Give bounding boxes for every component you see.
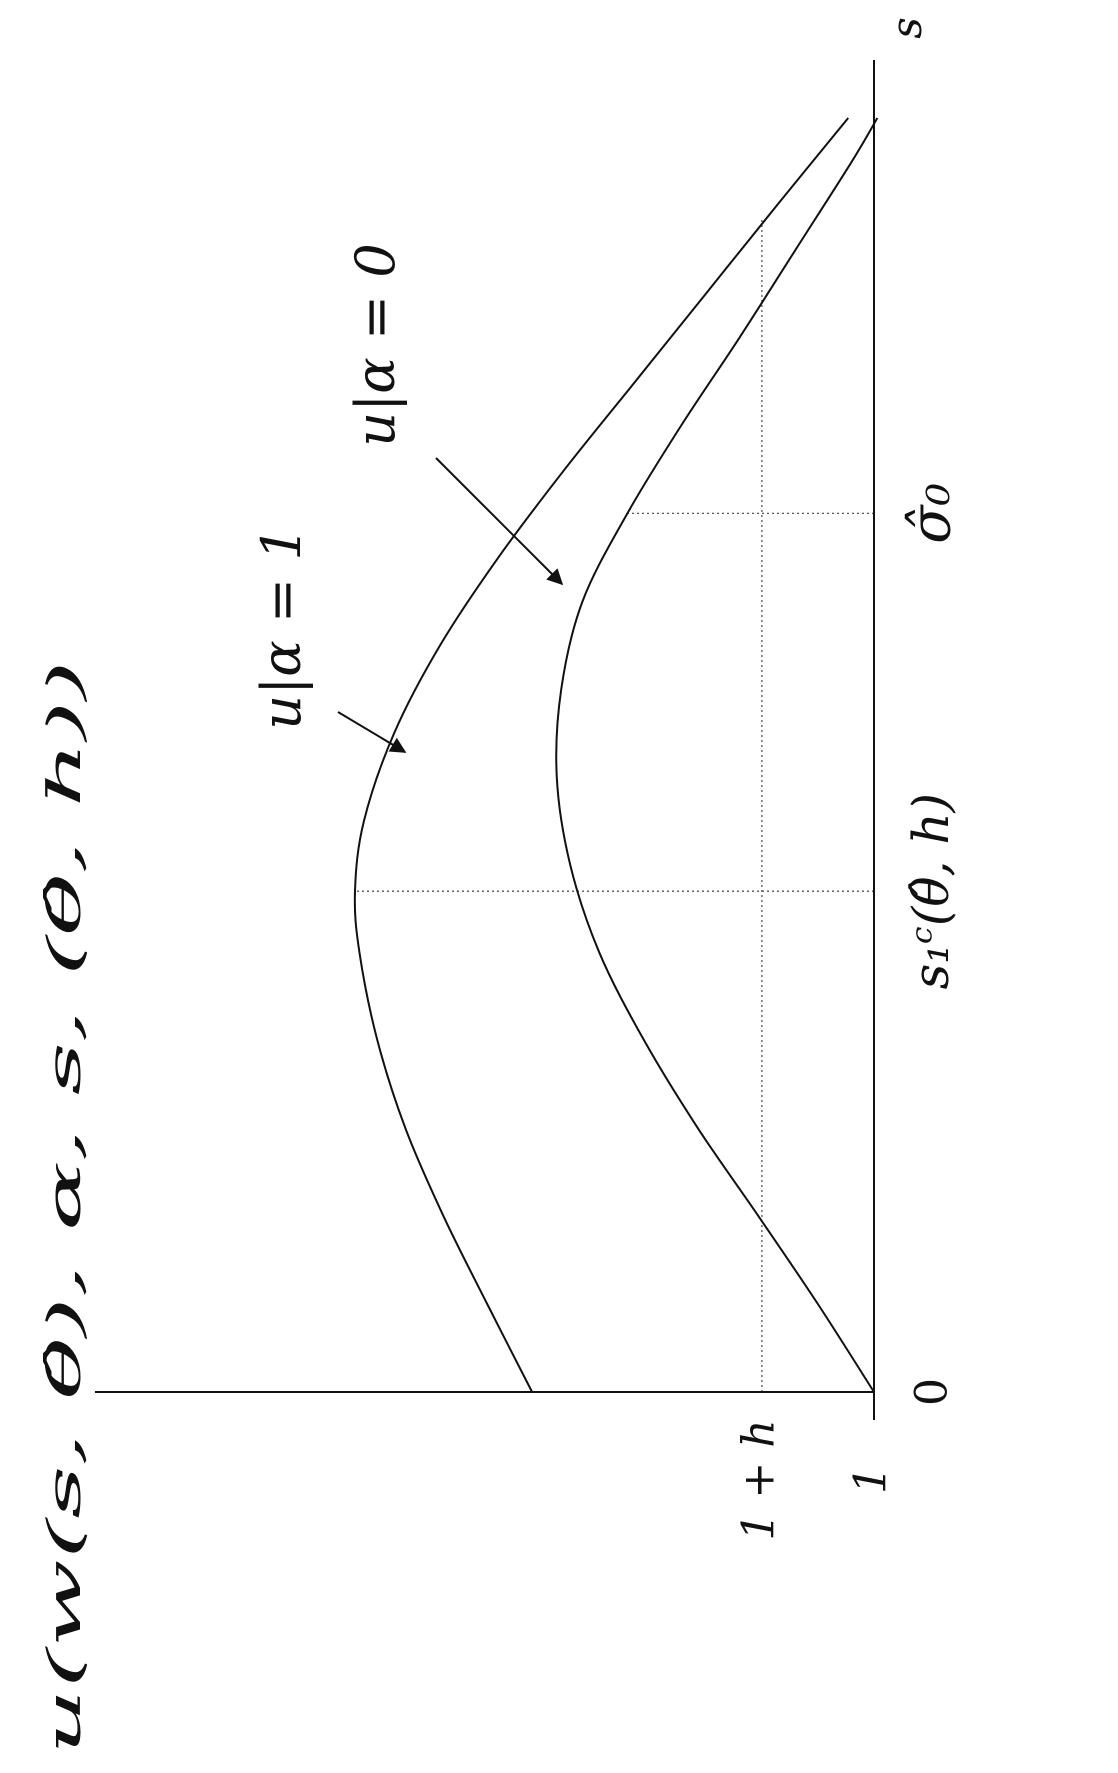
annotation-label-alpha-1: u|α = 1 bbox=[250, 526, 313, 729]
annotation-arrow-alpha-1 bbox=[337, 711, 407, 753]
series-curve-alpha-1 bbox=[353, 117, 849, 1393]
x-axis-label: s bbox=[882, 17, 931, 39]
plot-area: u|α = 1 u|α = 0 0 s₁ᶜ(θ̂, h) σ̂₀ 1 1 + h s u(… bbox=[37, 17, 964, 1755]
annotation-group: u|α = 1 u|α = 0 bbox=[250, 243, 564, 753]
annotation-label-alpha-0: u|α = 0 bbox=[344, 243, 407, 446]
series-curve-alpha-0 bbox=[555, 117, 879, 1393]
x-tick-label-0: 0 bbox=[907, 1378, 958, 1406]
reference-lines bbox=[355, 218, 874, 1392]
y-axis-label: u(w(s, θ̂), α, s, (θ̂, h)) bbox=[37, 660, 91, 1755]
x-tick-label-1: s₁ᶜ(θ̂, h) bbox=[902, 793, 960, 989]
annotation-arrow-alpha-0 bbox=[435, 457, 564, 586]
axes bbox=[95, 60, 875, 1420]
x-tick-label-2: σ̂₀ bbox=[899, 483, 964, 544]
y-tick-label-1: 1 + h bbox=[733, 1419, 784, 1540]
series-group bbox=[353, 117, 879, 1393]
tick-labels: 0 s₁ᶜ(θ̂, h) σ̂₀ 1 1 + h bbox=[733, 483, 963, 1541]
y-tick-label-0: 1 bbox=[846, 1466, 897, 1494]
